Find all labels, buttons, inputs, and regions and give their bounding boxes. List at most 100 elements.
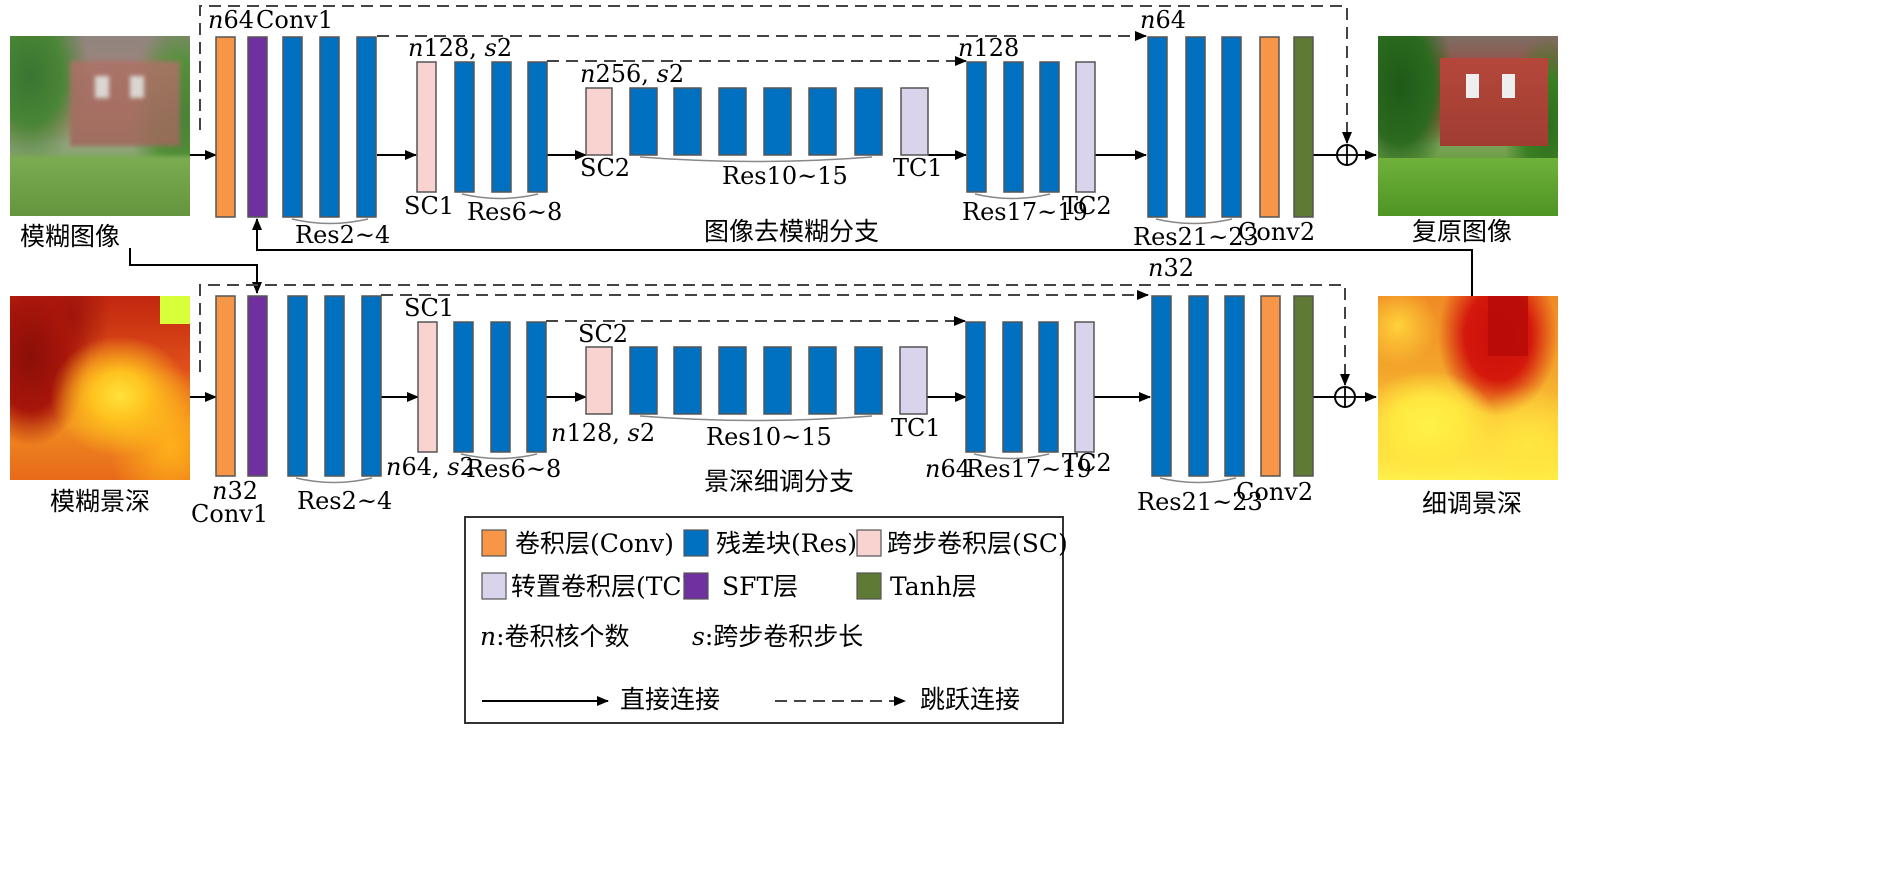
top-output-label: 复原图像: [1412, 217, 1512, 246]
bottom-conv1-block: [215, 295, 236, 477]
bottom-res-block: [1151, 295, 1172, 477]
bottom-res-block: [287, 295, 308, 477]
top-conv1-filter-label: n64: [208, 6, 254, 34]
legend-tc-label: 转置卷积层(TC): [511, 572, 691, 601]
bottom-res-block: [490, 321, 511, 453]
image-to-depth-connection: [129, 248, 262, 294]
bottom-sc1-block: [417, 321, 438, 453]
bottom-res-block: [1038, 321, 1059, 453]
top-skip-n128-label: n128: [958, 34, 1019, 62]
top-res-brace: [461, 193, 539, 200]
bottom-res-block: [763, 346, 792, 415]
top-sc2-params-label: n256, s2: [580, 60, 684, 88]
legend-direct-label: 直接连接: [620, 685, 720, 714]
top-res-range-label: Res10~15: [722, 162, 848, 190]
top-conv1-label: Conv1: [256, 6, 333, 34]
bottom-res-brace: [1159, 477, 1237, 484]
top-res-block: [1147, 36, 1168, 218]
bottom-res-brace: [639, 415, 873, 422]
top-res-block: [454, 61, 475, 193]
top-conv1-block: [215, 36, 236, 218]
bottom-res-range-label: Res6~8: [466, 455, 561, 483]
legend-n-description: n:卷积核个数: [480, 622, 630, 651]
top-res-block: [356, 36, 377, 218]
bottom-sft-block: [247, 295, 268, 477]
top-tc1-block: [900, 87, 929, 156]
top-sc1-block: [416, 61, 437, 193]
top-tc2-block: [1075, 61, 1096, 193]
top-res-block: [319, 36, 340, 218]
top-res-block: [1221, 36, 1242, 218]
bottom-tc2-block: [1074, 321, 1095, 453]
top-conv2-label: Conv2: [1238, 218, 1315, 246]
blurred-image: [10, 36, 190, 216]
bottom-res-block: [854, 346, 883, 415]
bottom-tc1-label: TC1: [891, 414, 941, 442]
legend-skip-label: 跳跃连接: [920, 685, 1020, 714]
bottom-conv1-filter-label: n32: [212, 477, 258, 505]
top-outer-skip-connection: [199, 5, 1352, 144]
legend-res-swatch: [683, 529, 709, 557]
top-res-block: [854, 87, 883, 156]
bottom-conv1-label: Conv1: [191, 500, 268, 528]
legend-tc-swatch: [481, 572, 507, 600]
bottom-tc2-label: TC2: [1062, 449, 1112, 477]
top-res-block: [1185, 36, 1206, 218]
legend-tanh-label: Tanh层: [890, 572, 977, 601]
bottom-res-block: [1002, 321, 1023, 453]
bottom-res-block: [673, 346, 702, 415]
legend-sc-swatch: [856, 529, 882, 557]
top-tail-n64-label: n64: [1140, 6, 1186, 34]
top-res-block: [527, 61, 548, 193]
top-res-range-label: Res6~8: [467, 198, 562, 226]
legend-sft-label: SFT层: [722, 572, 798, 601]
bottom-res-block: [361, 295, 382, 477]
bottom-res-range-label: Res2~4: [297, 487, 392, 515]
legend-box: [464, 516, 1064, 724]
bottom-res-range-label: Res17~19: [966, 455, 1092, 483]
top-res-range-label: Res17~19: [962, 198, 1088, 226]
legend: 卷积层(Conv) 残差块(Res) 跨步卷积层(SC) 转置卷积层(TC) S…: [464, 516, 1068, 724]
top-tc2-label: TC2: [1062, 192, 1112, 220]
refined-depth-map: [1378, 296, 1558, 480]
bottom-output-label: 细调景深: [1422, 489, 1522, 518]
top-sc1-params-label: n128, s2: [408, 34, 512, 62]
bottom-res-block: [718, 346, 747, 415]
legend-sft-swatch: [683, 572, 709, 600]
bottom-res-block: [526, 321, 547, 453]
top-conv2-block: [1259, 36, 1280, 218]
bottom-tail-n32-label: n32: [1148, 254, 1194, 282]
bottom-sc2-label: SC2: [578, 320, 628, 348]
top-res-block: [1003, 61, 1024, 193]
top-res-block: [491, 61, 512, 193]
legend-tanh-swatch: [856, 572, 882, 600]
top-sft-block: [247, 36, 268, 218]
blurred-depth-map: [10, 296, 190, 480]
bottom-tanh-block: [1293, 295, 1314, 477]
top-res-brace: [974, 193, 1051, 200]
legend-conv-swatch: [481, 529, 507, 557]
depth-to-image-connection: [252, 218, 1473, 296]
top-res-block: [808, 87, 837, 156]
top-sc1-label: SC1: [404, 192, 454, 220]
bottom-branch-title: 景深细调分支: [704, 467, 854, 496]
top-res-range-label: Res21~23: [1133, 223, 1259, 251]
top-res-range-label: Res2~4: [295, 221, 390, 249]
bottom-res-block: [629, 346, 658, 415]
top-res-brace: [1155, 218, 1233, 225]
top-branch-title: 图像去模糊分支: [704, 217, 879, 246]
bottom-conv2-block: [1260, 295, 1281, 477]
top-res-brace: [291, 218, 369, 225]
top-res-block: [966, 61, 987, 193]
bottom-res-block: [808, 346, 837, 415]
bottom-sc1-params-label: n64, s2: [386, 453, 475, 481]
bottom-res-block: [965, 321, 986, 453]
bottom-tc1-block: [899, 346, 928, 415]
bottom-outer-skip-connection: [199, 284, 1350, 386]
restored-image: [1378, 36, 1558, 216]
bottom-res-block: [324, 295, 345, 477]
bottom-conv2-label: Conv2: [1236, 478, 1313, 506]
top-res-block: [1039, 61, 1060, 193]
bottom-add-icon: [1334, 386, 1356, 408]
bottom-sc2-block: [585, 346, 613, 415]
